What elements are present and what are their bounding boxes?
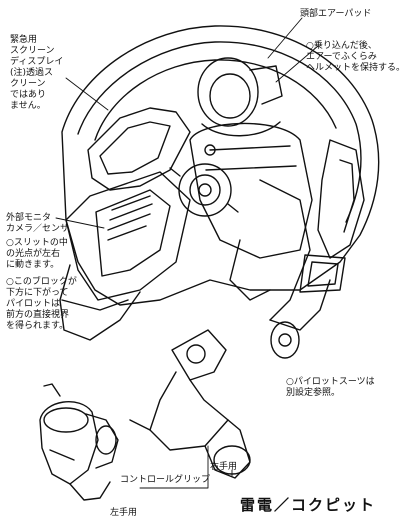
block-note: ○このブロックが 下方に下がって パイロットは 前方の直接視界 を得られます。	[6, 277, 77, 331]
right-hand-label: 右手用	[210, 462, 238, 472]
leader-lines	[55, 17, 319, 489]
left-hand-label: 左手用	[110, 508, 138, 518]
external-monitor-label: 外部モニタ カメラ／センサ	[6, 213, 70, 234]
central-hub	[169, 163, 239, 217]
right-hand-grip	[129, 329, 251, 479]
external-monitor-block	[59, 171, 191, 341]
left-hand-grip	[39, 383, 119, 501]
cockpit-shell	[61, 25, 380, 306]
head-airbag-label: 頭部エアーパッド	[300, 9, 372, 19]
helmet-note: ○乗り込んだ後、 エアーでふくらみ ヘルメットを保持する。	[306, 41, 406, 73]
control-grip-label: コントロールグリップ	[120, 475, 211, 485]
sheet-title: 雷電／コクピット	[240, 496, 377, 514]
pilot-suit-note: ○パイロットスーツは 別設定参照。	[286, 377, 375, 398]
emergency-screen-note: 緊急用 スクリーン ディスプレイ (注)透過ス クリーン ではあり ません。	[10, 35, 64, 111]
slit-note: ○スリットの中 の光点が左右 に動きます。	[6, 238, 68, 270]
pilot-figure	[189, 57, 331, 359]
